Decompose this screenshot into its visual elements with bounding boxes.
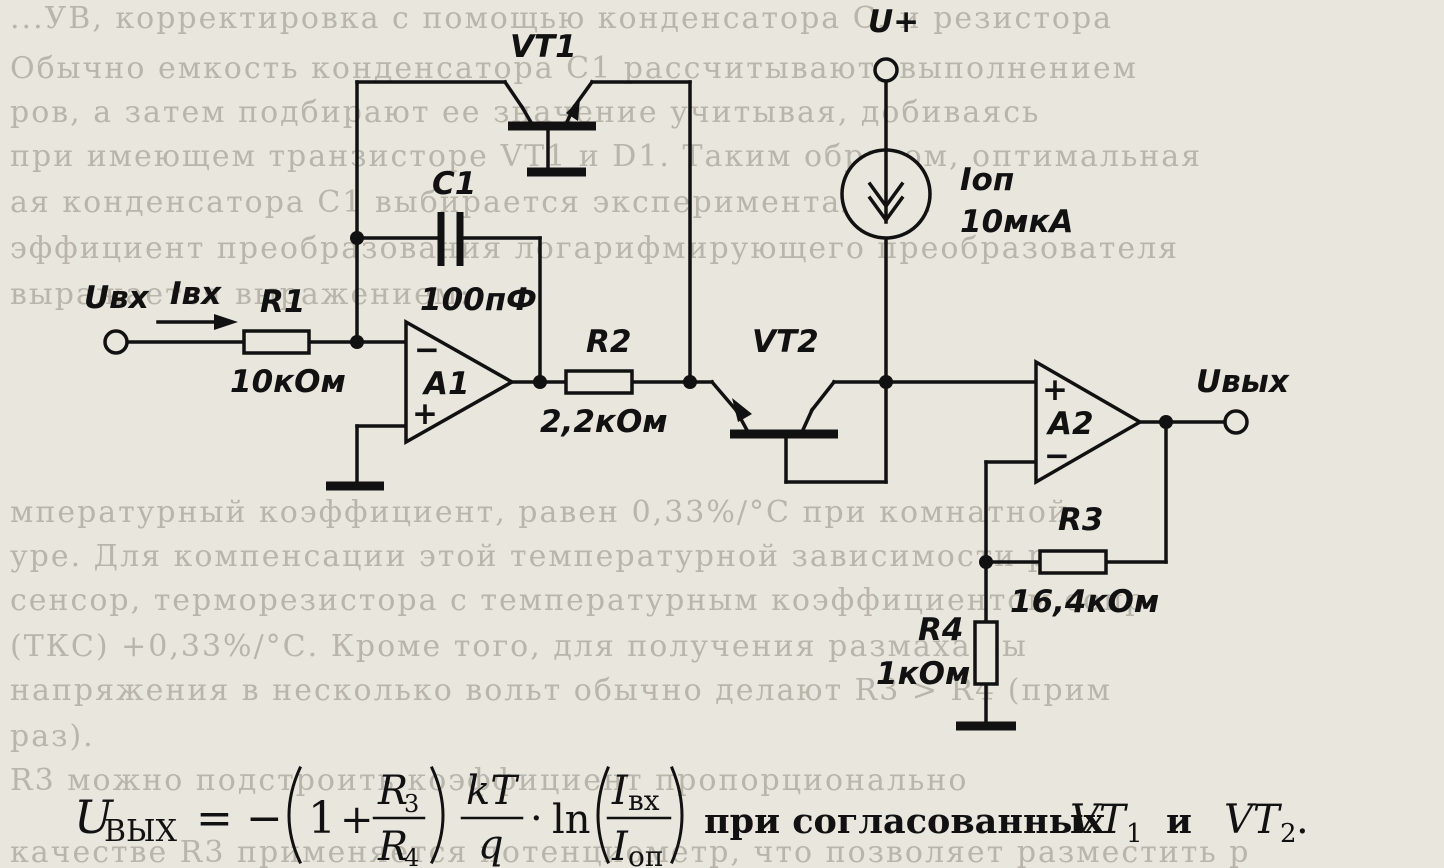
- current-source: [840, 148, 932, 240]
- supply-label: U+: [868, 4, 919, 40]
- r2-label: R2: [586, 324, 631, 360]
- i-ref-label: Iоп: [960, 162, 1014, 198]
- a1-noninverting-sign: +: [412, 396, 438, 432]
- formula-dot: ·: [530, 796, 543, 842]
- component-labels: VT1 C1 100пФ R1 10кОм R2 2,2кОм VT2 U+ I…: [84, 4, 1290, 692]
- formula-vt2: VT: [1224, 797, 1283, 843]
- r2-value-label: 2,2кОм: [540, 404, 668, 440]
- bg-line: Обычно емкость конденсатора C1 рассчитыв…: [10, 51, 1138, 86]
- formula-vt1-sub: 1: [1126, 819, 1143, 849]
- input-current-label: Iвх: [170, 276, 222, 312]
- bg-line: эффициент преобразования логарифмирующег…: [10, 231, 1179, 266]
- junction-dots: [350, 231, 1173, 569]
- formula-vt2-sub: 2: [1280, 819, 1297, 849]
- formula-equals: =: [196, 793, 233, 844]
- bg-line: уре. Для компенсации этой температурной …: [10, 539, 1109, 574]
- formula-paren-left: [287, 766, 303, 865]
- junction-dot: [350, 335, 364, 349]
- formula-vt1: VT: [1070, 797, 1129, 843]
- a1-opamp: [404, 318, 516, 446]
- vt1-emitter-arrow-icon: [566, 99, 580, 121]
- background-page-text: ...УВ, корректировка с помощью конденсат…: [10, 1, 1250, 868]
- bg-line: при имеющем транзисторе VT1 и D1. Таким …: [10, 139, 1202, 174]
- formula-r3-sub: 3: [404, 790, 419, 818]
- formula-u: U: [74, 790, 115, 844]
- r4-resistor: [973, 620, 999, 686]
- supply-terminal: [873, 57, 899, 83]
- formula-text: при согласованных: [704, 801, 1106, 842]
- vt2-label: VT2: [752, 324, 819, 360]
- r1-resistor: [242, 329, 311, 355]
- transfer-formula: U ВЫХ = − 1 + R 3 R 4 kT q · ln I вх I о…: [74, 766, 1309, 868]
- formula-paren-left-2: [596, 766, 610, 864]
- vt1-transistor: [508, 99, 596, 131]
- r3-resistor: [1038, 549, 1108, 575]
- r4-label: R4: [918, 612, 963, 648]
- junction-dot: [979, 555, 993, 569]
- formula-i-ref: I: [611, 824, 629, 868]
- junction-dot: [683, 375, 697, 389]
- r1-label: R1: [260, 284, 305, 320]
- formula-kt: kT: [466, 768, 520, 814]
- r4-value-label: 1кОм: [876, 656, 970, 692]
- formula-r4: R: [377, 824, 408, 868]
- c1-value-label: 100пФ: [420, 282, 537, 318]
- formula-one: 1: [308, 793, 336, 844]
- a2-noninverting-sign: +: [1042, 372, 1068, 408]
- junction-dot: [1159, 415, 1173, 429]
- formula-end: .: [1296, 797, 1309, 843]
- a2-opamp: [1034, 358, 1144, 486]
- vt2-emitter-arrow-icon: [732, 398, 752, 422]
- c1-label: C1: [432, 166, 476, 202]
- formula-minus: −: [246, 793, 283, 844]
- a2-inverting-sign: −: [1044, 438, 1070, 474]
- formula-ln: ln: [552, 797, 591, 843]
- wires: [126, 79, 1224, 724]
- output-voltage-label: Uвых: [1196, 364, 1290, 400]
- formula-r4-sub: 4: [404, 844, 419, 868]
- c1-capacitor: [437, 212, 464, 266]
- formula-and: и: [1166, 801, 1192, 842]
- bg-line: ая конденсатора C1 выбирается эксперимен…: [10, 185, 934, 220]
- formula-paren-right-2: [670, 766, 684, 864]
- a2-label: A2: [1045, 406, 1094, 442]
- formula-r3: R: [377, 768, 408, 814]
- bg-line: ...УВ, корректировка с помощью конденсат…: [10, 1, 1113, 36]
- bg-line: R3 можно подстроить коэффициент пропорци…: [10, 763, 968, 798]
- bg-line: напряжения в несколько вольт обычно дела…: [10, 673, 1112, 708]
- input-voltage-label: Uвх: [84, 280, 150, 316]
- junction-dot: [350, 231, 364, 245]
- formula-plus: +: [340, 797, 374, 843]
- bg-line: раз).: [10, 719, 95, 754]
- bg-line: выражается выражением:: [10, 277, 471, 312]
- r1-value-label: 10кОм: [230, 364, 346, 400]
- vt2-transistor: [730, 398, 838, 439]
- r3-label: R3: [1058, 502, 1103, 538]
- bg-line: качестве R3 применяется потенциометр, чт…: [10, 835, 1250, 868]
- r2-resistor: [564, 369, 634, 395]
- formula-u-sub: ВЫХ: [104, 814, 178, 849]
- r3-value-label: 16,4кОм: [1010, 584, 1159, 620]
- formula-i-in: I: [611, 768, 629, 814]
- a1-inverting-sign: −: [414, 332, 440, 368]
- input-terminal: [103, 329, 129, 355]
- formula-q: q: [478, 822, 504, 868]
- a1-label: A1: [421, 366, 470, 402]
- output-terminal: [1223, 409, 1249, 435]
- bg-line: сенсор, терморезистора с температурным к…: [10, 583, 1146, 618]
- input-current-arrow: [156, 314, 238, 330]
- formula-i-ref-sub: оп: [628, 840, 664, 868]
- vt1-label: VT1: [510, 29, 577, 65]
- bg-line: мпературный коэффициент, равен 0,33%/°C …: [10, 495, 1070, 530]
- bg-line: (ТКС) +0,33%/°С. Кроме того, для получен…: [10, 629, 1028, 664]
- junction-dot: [533, 375, 547, 389]
- i-ref-value-label: 10мкА: [960, 204, 1074, 240]
- formula-i-in-sub: вх: [628, 784, 660, 817]
- junction-dot: [879, 375, 893, 389]
- formula-paren-right: [429, 766, 445, 865]
